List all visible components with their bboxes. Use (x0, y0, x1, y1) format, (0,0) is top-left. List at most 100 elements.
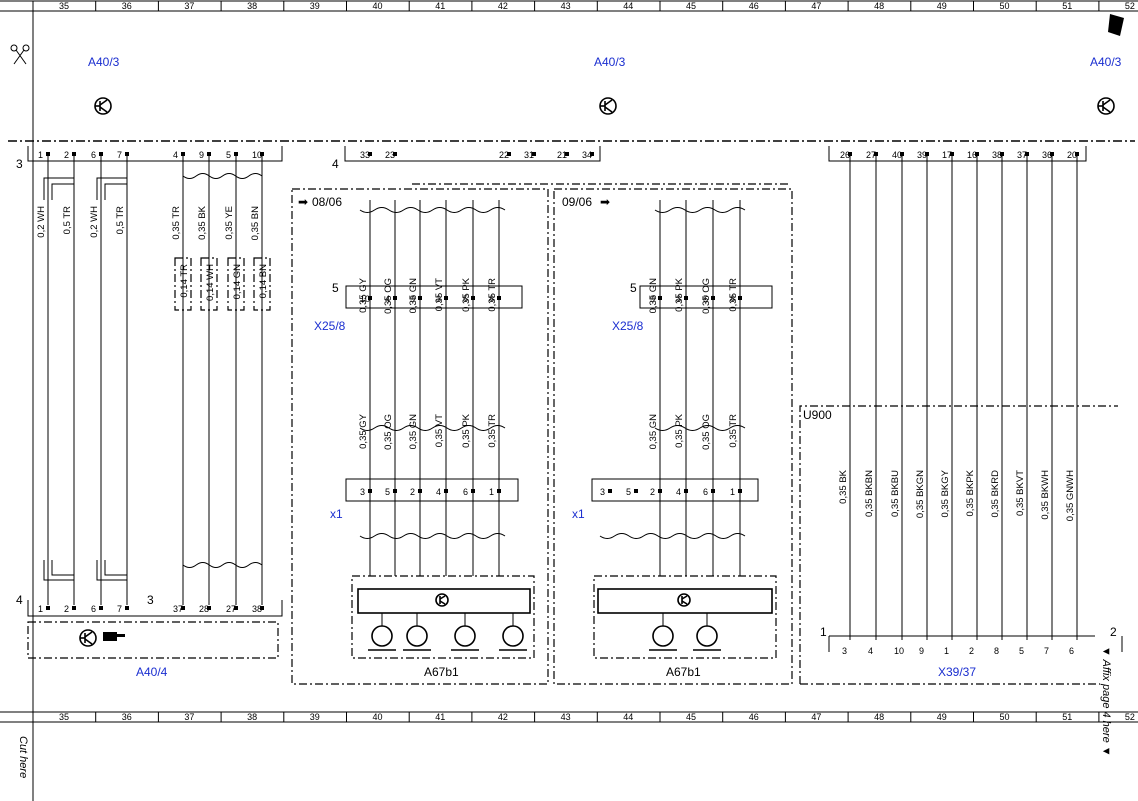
ruler-bottom-number: 41 (435, 712, 445, 722)
ruler-top-number: 50 (1000, 1, 1010, 11)
connector-label-3: 3 (16, 157, 23, 171)
left-pin: 9 (199, 150, 204, 160)
ruler-bottom-number: 46 (749, 712, 759, 722)
coil-icon (502, 625, 524, 647)
ruler-top-number: 52 (1125, 1, 1135, 11)
a67b1-module-2 (593, 575, 777, 659)
x39-37-label: X39/37 (938, 665, 976, 679)
p1-shield-top (359, 207, 506, 213)
ruler-bottom-number: 36 (122, 712, 132, 722)
splice-box (253, 257, 271, 311)
connector-label-4b: 4 (16, 593, 23, 607)
left-pin: 1 (38, 150, 43, 160)
p2-x1-pin-mark (711, 489, 715, 493)
left-bottom-pin: 2 (64, 604, 69, 614)
right-bottom-pin: 4 (868, 646, 873, 656)
p2-wire-label: 0,35 TR (728, 278, 739, 312)
a67b1-module-1 (351, 575, 535, 659)
ruler-bottom-number: 45 (686, 712, 696, 722)
p1-x25-pin-mark (393, 296, 397, 300)
right-wire-label: 0,35 GNWH (1065, 470, 1076, 521)
left-pin-mark (181, 152, 185, 156)
left-shield-bottom (182, 562, 263, 568)
a40-3-label-right: A40/3 (1090, 55, 1122, 69)
p1-wire-label-lower: 0,35 OG (383, 414, 394, 450)
p1-x25-pin-mark (444, 296, 448, 300)
right-top-pin: 39 (917, 150, 927, 160)
p1-x25-pin: 5 (463, 294, 468, 304)
p1-x25-pin-mark (497, 296, 501, 300)
panel-09-06 (553, 188, 793, 685)
a67b1-label-1: A67b1 (424, 665, 459, 679)
x1-label-1: x1 (330, 507, 343, 521)
twisted-pair (96, 560, 127, 581)
x25-8-label-2: X25/8 (612, 319, 644, 333)
left-bottom-pin-mark (234, 606, 238, 610)
right-bottom-pin: 7 (1044, 646, 1049, 656)
p1-x25-pin: 8 (489, 294, 494, 304)
right-bottom-pin: 8 (994, 646, 999, 656)
mid-top-pin-mark (590, 152, 594, 156)
splice-label: 0,14 WH (205, 264, 216, 301)
p1-x1-pin-mark (444, 489, 448, 493)
connector-label-5a: 5 (332, 281, 339, 295)
right-wire-label: 0,35 BKRD (990, 470, 1001, 518)
p2-wire-label-lower: 0,35 OG (701, 414, 712, 450)
pencil-icon (1108, 14, 1124, 36)
transistor-icon-a67b1-1 (435, 593, 449, 607)
right-top-pin: 20 (1067, 150, 1077, 160)
label-08-06: 08/06 (312, 195, 342, 209)
p2-x1-pin: 6 (703, 487, 708, 497)
p2-x25-pin: 8 (730, 294, 735, 304)
p1-wire-label-lower: 0,35 GN (408, 414, 419, 450)
a40-4-label: A40/4 (136, 665, 168, 679)
right-top-pin: 36 (1042, 150, 1052, 160)
ruler-bottom-number: 44 (623, 712, 633, 722)
left-wire-label: 0,35 TR (171, 206, 182, 240)
left-pin-mark (46, 152, 50, 156)
a40-3-label-left: A40/3 (88, 55, 120, 69)
coils (368, 613, 721, 651)
p2-wire-label-lower: 0,35 PK (674, 413, 685, 447)
p1-x1-pin-mark (471, 489, 475, 493)
p2-wire-label: 0,35 PK (674, 277, 685, 311)
connector-right-top (828, 146, 1087, 162)
right-top-pin-mark (975, 152, 979, 156)
u900-label: U900 (803, 408, 832, 422)
p2-x1-pin-mark (658, 489, 662, 493)
ruler-top-number: 37 (184, 1, 194, 11)
left-bottom-pin-mark (260, 606, 264, 610)
p1-x1-pin-mark (497, 489, 501, 493)
ruler-bottom-number: 51 (1062, 712, 1072, 722)
right-wire-label: 0,35 BKWH (1040, 470, 1051, 520)
p2-wire-label-lower: 0,35 GN (648, 414, 659, 450)
left-pin: 4 (173, 150, 178, 160)
left-pin-mark (260, 152, 264, 156)
mid-top-pin-mark (393, 152, 397, 156)
p1-x25-pin: 3 (436, 294, 441, 304)
mid-top-pin: 33 (360, 150, 370, 160)
mid-top-pin-mark (507, 152, 511, 156)
splice-box (200, 257, 218, 311)
ruler-top-number: 48 (874, 1, 884, 11)
right-top-pin: 27 (866, 150, 876, 160)
p1-x25-pin: 4 (385, 294, 390, 304)
transistor-icon-bottom (79, 629, 97, 647)
left-wire-label: 0,35 YE (224, 206, 235, 240)
left-bottom-pin: 28 (199, 604, 209, 614)
p2-x1-pin-mark (738, 489, 742, 493)
coil-icon (454, 625, 476, 647)
p1-wire-label-lower: 0,35 GY (358, 413, 369, 449)
connector-block (345, 285, 523, 309)
left-pin-mark (125, 152, 129, 156)
coil-icon (696, 625, 718, 647)
right-wire-label: 0,35 BKVT (1015, 470, 1026, 516)
mid-top-pin-mark (368, 152, 372, 156)
p2-x1-pin: 3 (600, 487, 605, 497)
ruler-bottom-number: 52 (1125, 712, 1135, 722)
p1-x1-pin: 3 (360, 487, 365, 497)
right-wire-label: 0,35 BKBN (864, 470, 875, 517)
left-bottom-pin-mark (125, 606, 129, 610)
